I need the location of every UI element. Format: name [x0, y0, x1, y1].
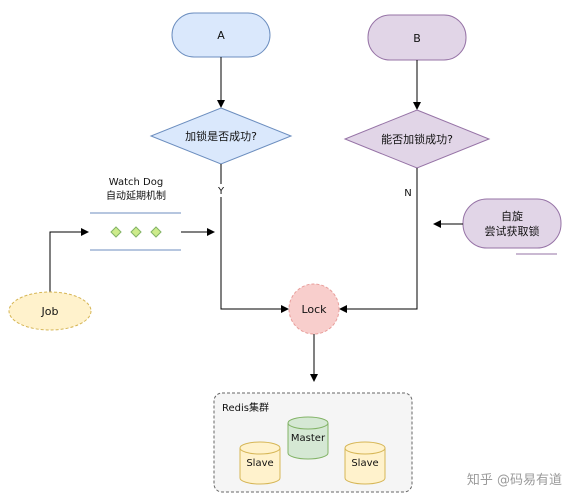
decision-a: 加锁是否成功? [149, 107, 293, 165]
node-b: B [367, 14, 467, 61]
edge-yes-label-bg [215, 184, 228, 197]
spin-node-label-line1: 自旋 [501, 209, 523, 223]
lock-node-label: Lock [301, 303, 327, 316]
master-node: Master [287, 416, 329, 460]
spin-node-label-line2: 尝试获取锁 [485, 224, 540, 238]
job-node: Job [8, 291, 92, 331]
edge-no-label: N [404, 188, 411, 199]
master-cylinder-body [287, 423, 329, 460]
edge-no-to-lock [339, 168, 418, 313]
decision-a-label: 加锁是否成功? [185, 129, 257, 143]
slave-left-label: Slave [246, 458, 273, 469]
redis-cluster: Redis集群 Master Slave Slave [213, 392, 413, 493]
node-a: A [171, 12, 271, 58]
job-node-shape [8, 291, 92, 331]
watchdog-title-line2: 自动延期机制 [106, 189, 166, 202]
watchdog-diamond-3 [150, 226, 162, 238]
edge-no-label-bg [401, 186, 414, 199]
master-cylinder-top [287, 416, 329, 430]
watchdog-diamond-1 [110, 226, 122, 238]
watchdog-diamond-2 [130, 226, 142, 238]
master-label: Master [291, 433, 326, 444]
edge-yes-label: Y [217, 186, 225, 197]
lock-node-shape [288, 283, 340, 335]
decision-b-label: 能否加锁成功? [381, 132, 453, 146]
watermark-text: 知乎 @码易有道 [467, 472, 562, 488]
edge-yes-to-lock [220, 164, 289, 313]
node-a-label: A [217, 29, 225, 42]
slave-right-cylinder-top [344, 441, 386, 455]
spin-node-shape [462, 198, 562, 249]
slave-node-right: Slave [344, 441, 386, 485]
watchdog-group: Watch Dog 自动延期机制 [90, 177, 181, 251]
slave-right-cylinder-body [344, 448, 386, 485]
edge-job-to-watchdog [49, 228, 89, 292]
job-node-label: Job [41, 305, 59, 318]
watchdog-title-line1: Watch Dog [109, 177, 163, 188]
node-b-label: B [413, 32, 421, 45]
slave-left-cylinder-top [239, 441, 281, 455]
slave-left-cylinder-body [239, 448, 281, 485]
slave-right-label: Slave [351, 458, 378, 469]
redis-cluster-title: Redis集群 [222, 401, 269, 414]
lock-node: Lock [288, 283, 340, 335]
spin-node: 自旋 尝试获取锁 [462, 198, 562, 255]
decision-b: 能否加锁成功? [343, 109, 491, 169]
slave-node-left: Slave [239, 441, 281, 485]
